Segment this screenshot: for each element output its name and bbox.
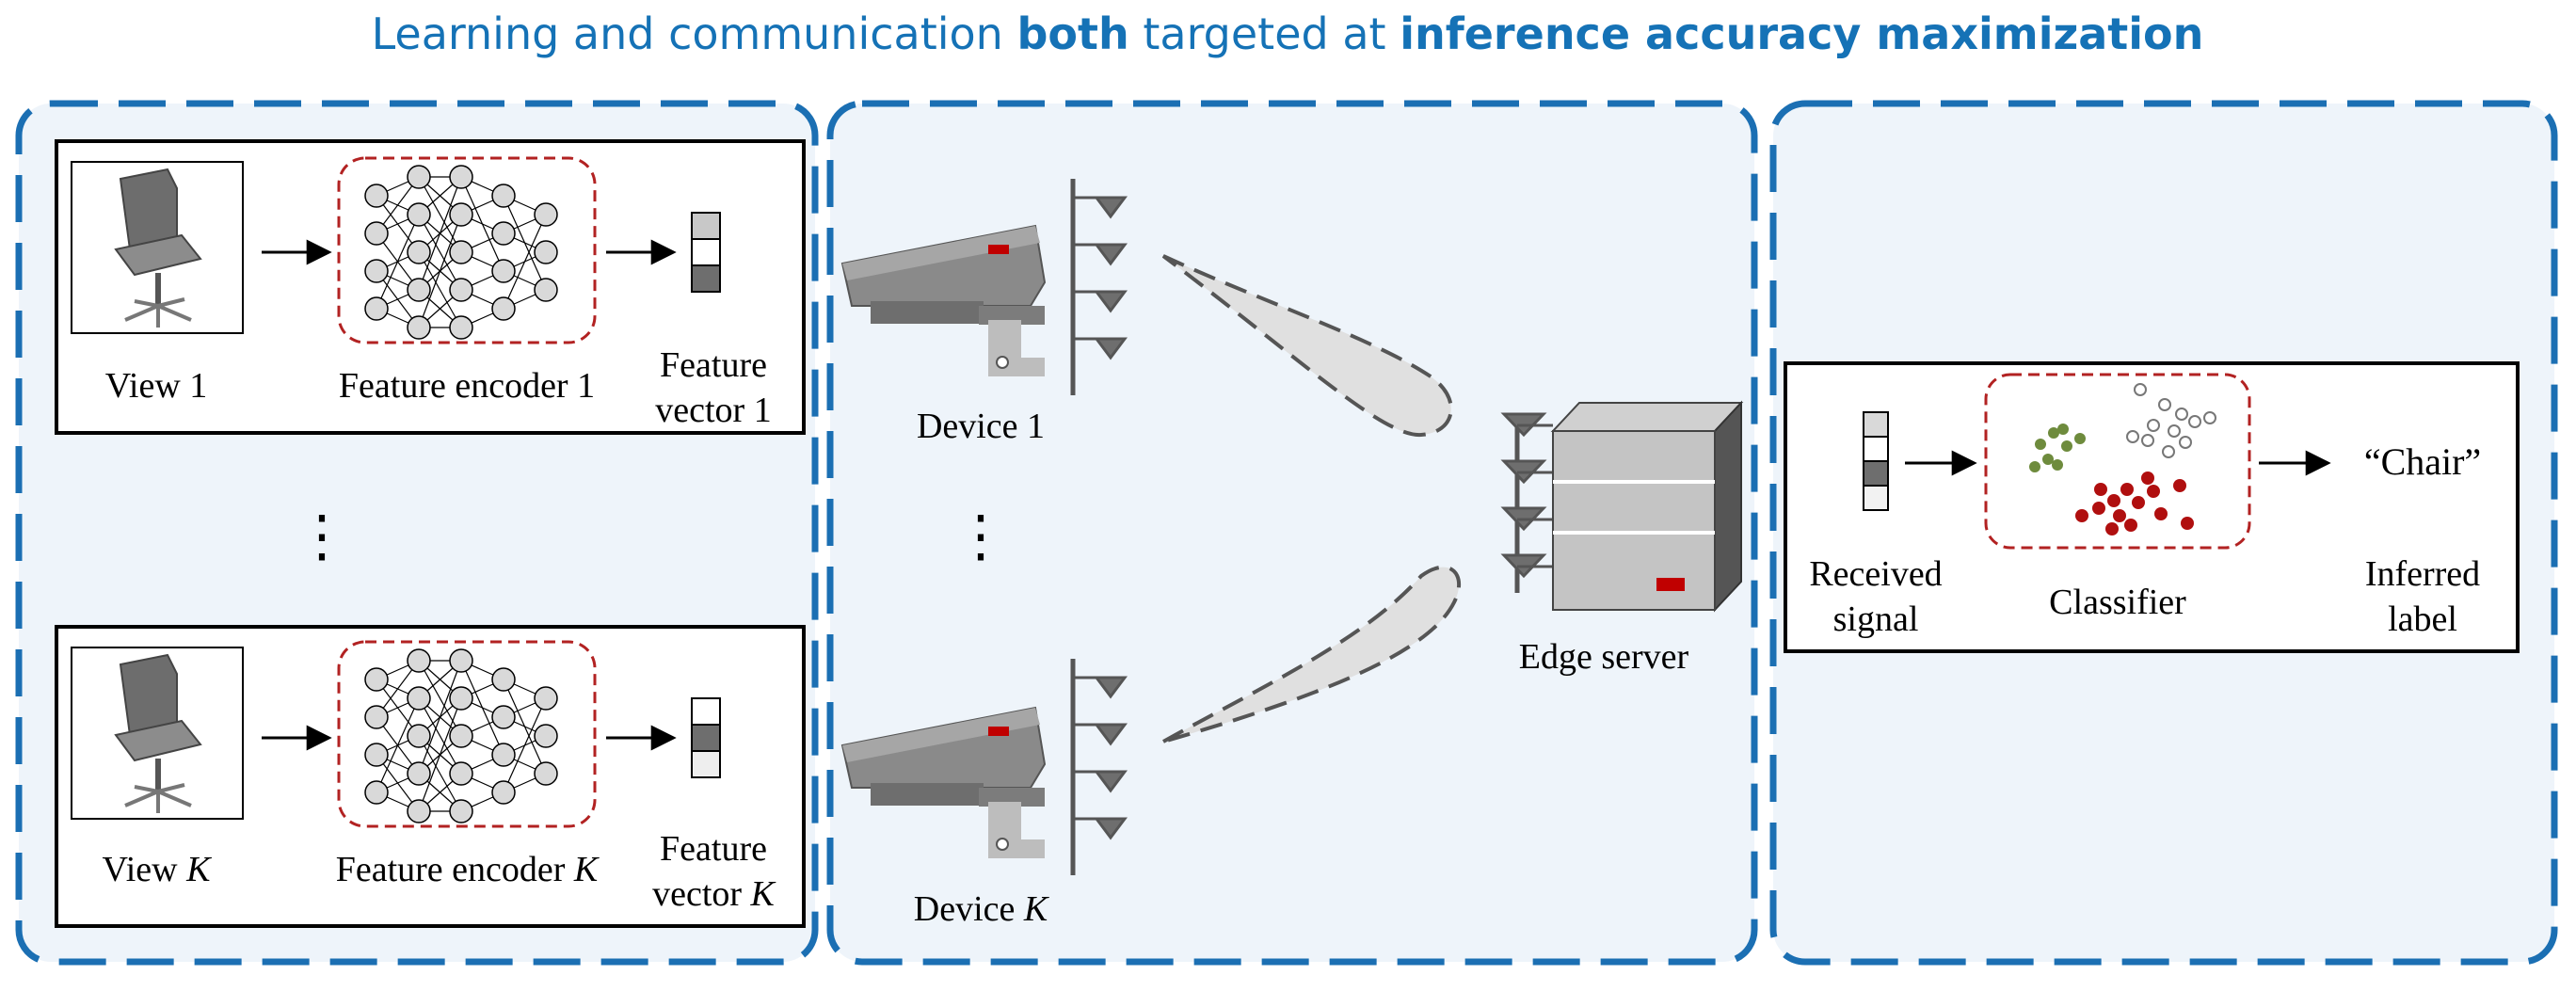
- inferred-label-line1: Inferred: [2365, 554, 2480, 594]
- server-label: Edge server: [1519, 637, 1689, 677]
- vector-cell: [691, 212, 721, 240]
- signal-cell: [1863, 460, 1889, 487]
- signal-cell: [1863, 485, 1889, 511]
- output-label: “Chair”: [2364, 440, 2481, 483]
- vector-cell: [691, 697, 721, 726]
- feature-vector-icon: [691, 697, 721, 778]
- signal-cell: [1863, 436, 1889, 462]
- panel-communication: [826, 100, 1758, 966]
- wireless-beam-icon: [1162, 565, 1461, 743]
- feature-row-1: View 1 Feature encoder 1 Feature vector …: [55, 139, 806, 435]
- view-label: View K: [103, 850, 213, 889]
- device-1: Device 1: [841, 179, 1125, 446]
- vector-label-line2: vector K: [652, 874, 776, 914]
- view-label: View 1: [105, 366, 208, 406]
- signal-cell: [1863, 411, 1889, 438]
- classifier-boundary: [1984, 373, 2251, 550]
- vector-cell: [691, 750, 721, 778]
- encoder-label: Feature encoder 1: [339, 366, 595, 406]
- device-label: Device 1: [917, 407, 1045, 446]
- ellipsis-rows: ⋮: [294, 505, 350, 567]
- inferred-label-line2: label: [2388, 599, 2457, 639]
- vector-cell: [691, 724, 721, 752]
- server-antenna-icon: [1500, 412, 1553, 593]
- received-label-line2: signal: [1833, 599, 1919, 639]
- classifier-label: Classifier: [2049, 583, 2186, 622]
- edge-server: Edge server: [1500, 400, 1744, 677]
- received-label-line1: Received: [1809, 554, 1942, 594]
- vector-label-line2: vector 1: [655, 391, 771, 430]
- device-label: Device K: [914, 889, 1049, 929]
- encoder-label: Feature encoder K: [336, 850, 600, 889]
- ellipsis-devices: ⋮: [952, 505, 1009, 567]
- device-k: Device K: [841, 659, 1125, 929]
- inference-box: “Chair” Received signal Classifier Infer…: [1784, 361, 2520, 653]
- diagram-title: Learning and communication both targeted…: [372, 8, 2204, 59]
- vector-label-line1: Feature: [660, 345, 767, 385]
- vector-cell: [691, 238, 721, 266]
- inference-row-box: [1784, 361, 2520, 653]
- vector-cell: [691, 264, 721, 293]
- encoder-boundary: [337, 156, 597, 344]
- vector-label-line1: Feature: [660, 829, 767, 869]
- server-icon: [1550, 400, 1744, 613]
- encoder-boundary: [337, 640, 597, 828]
- feature-vector-icon: [691, 212, 721, 293]
- classifier-scatter-icon: [2029, 383, 2216, 535]
- wireless-beam-icon: [1161, 254, 1453, 438]
- feature-row-k: View K Feature encoder K Feature vector …: [55, 625, 806, 928]
- received-signal-icon: [1863, 411, 1889, 511]
